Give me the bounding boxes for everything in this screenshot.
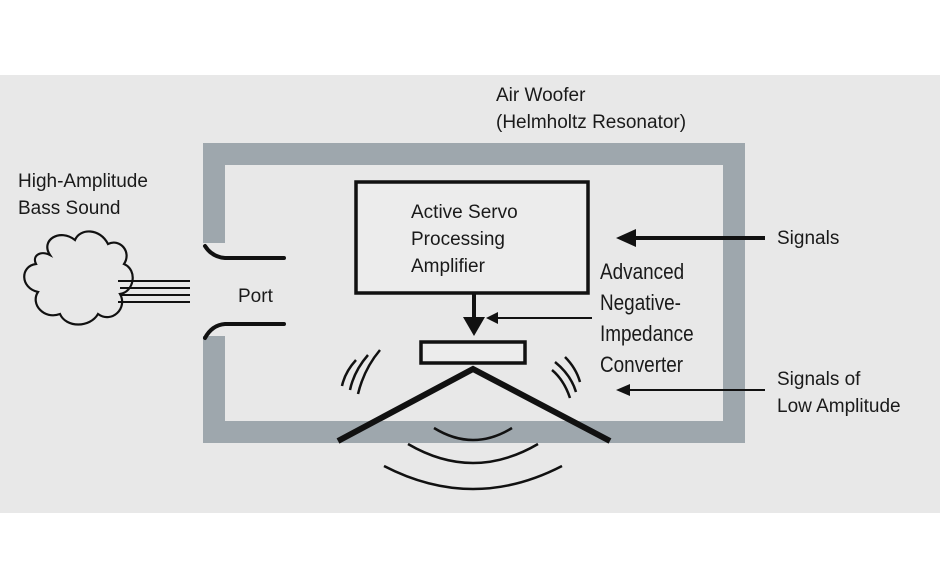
amplifier-arrow	[463, 293, 485, 336]
port-label-text: Port	[238, 286, 273, 307]
converter-label-line: Converter	[600, 352, 684, 377]
sound-wave-icon	[551, 356, 582, 399]
port-tube	[203, 244, 286, 340]
signals-low-arrow	[616, 384, 765, 396]
bass-sound-label-line: Bass Sound	[18, 198, 121, 219]
converter-label-line: Impedance	[600, 321, 694, 346]
amplifier-label-line: Processing	[411, 229, 505, 250]
bass-sound-label: High-Amplitude Bass Sound	[18, 168, 148, 222]
speaker-cone-icon	[336, 365, 612, 444]
amplifier-label-line: Amplifier	[411, 256, 485, 277]
air-woofer-label: Air Woofer (Helmholtz Resonator)	[496, 82, 686, 136]
signals-low-label: Signals of Low Amplitude	[777, 366, 901, 420]
air-woofer-label-line: Air Woofer	[496, 85, 586, 106]
signals-label: Signals	[777, 225, 839, 252]
converter-label-line: Negative-	[600, 290, 681, 315]
air-woofer-label-line: (Helmholtz Resonator)	[496, 112, 687, 133]
amplifier-label-line: Active Servo	[411, 202, 518, 223]
driver-plate	[419, 340, 527, 365]
signals-low-label-line: Low Amplitude	[777, 396, 901, 417]
amplifier-label: Active Servo Processing Amplifier	[411, 199, 518, 280]
converter-label: Advanced Negative- Impedance Converter	[600, 256, 694, 380]
bass-sound-label-line: High-Amplitude	[18, 171, 148, 192]
converter-arrow	[486, 312, 592, 324]
port-label: Port	[238, 283, 273, 310]
cloud-icon	[23, 230, 134, 326]
signals-arrow	[616, 229, 765, 247]
air-flow-lines	[118, 280, 190, 303]
enclosure	[203, 143, 745, 443]
signals-label-text: Signals	[777, 228, 840, 249]
sound-wave-icon	[340, 349, 381, 395]
sound-wave-icon	[383, 426, 563, 491]
converter-label-line: Advanced	[600, 259, 685, 284]
signals-low-label-line: Signals of	[777, 369, 861, 390]
